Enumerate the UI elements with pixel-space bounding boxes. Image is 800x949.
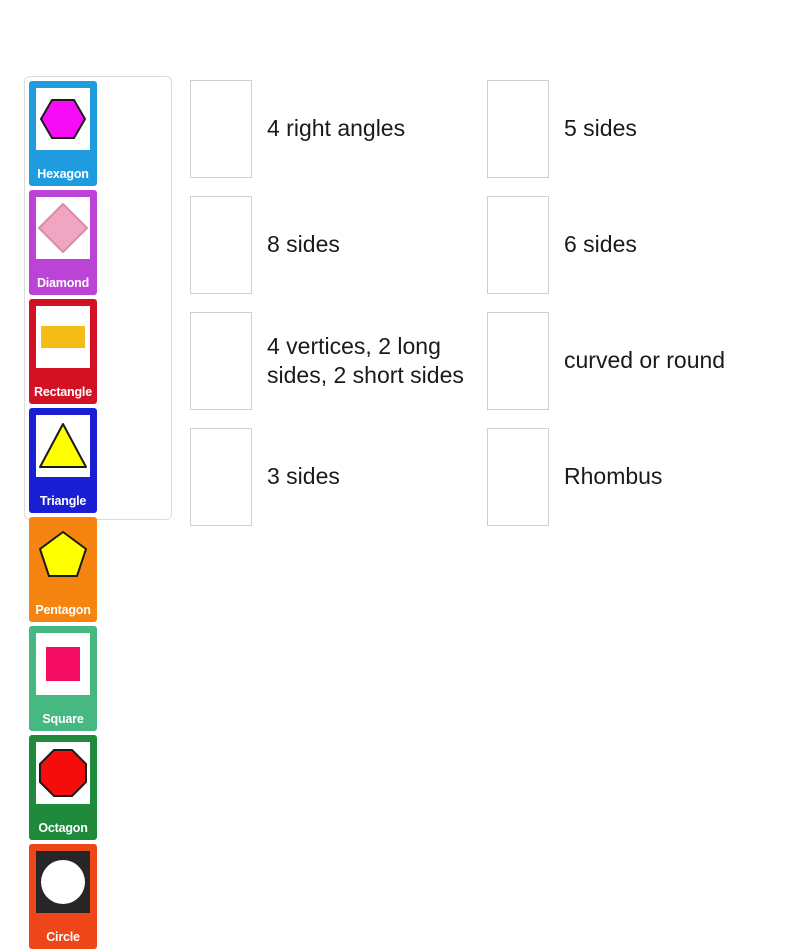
answer-label: Rhombus — [564, 463, 663, 490]
drop-zone[interactable] — [190, 428, 252, 526]
drop-zone[interactable] — [190, 196, 252, 294]
shape-tile-diamond[interactable]: Diamond — [29, 190, 97, 295]
answer-row: 5 sides — [487, 80, 787, 178]
answer-row: 8 sides — [190, 196, 480, 294]
shape-tile-label: Circle — [46, 929, 80, 944]
shape-tile-octagon[interactable]: Octagon — [29, 735, 97, 840]
shape-tile-label: Rectangle — [34, 384, 92, 399]
answer-column-left: 4 right angles 8 sides 4 vertices, 2 long … — [190, 80, 480, 526]
diamond-icon — [36, 197, 90, 259]
answer-row: Rhombus — [487, 428, 787, 526]
shape-tile-label: Triangle — [39, 493, 87, 508]
octagon-icon — [36, 742, 90, 804]
drop-zone[interactable] — [487, 428, 549, 526]
answer-label: 4 right angles — [267, 115, 406, 142]
shape-tile-pentagon[interactable]: Pentagon — [29, 517, 97, 622]
answer-row: curved or round — [487, 312, 787, 410]
shape-tile-label: Diamond — [36, 275, 90, 290]
shape-tile-triangle[interactable]: Triangle — [29, 408, 97, 513]
drop-zone[interactable] — [190, 312, 252, 410]
answer-label: 3 sides — [267, 463, 340, 490]
answer-label: 4 vertices, 2 long sides, 2 short sides — [267, 332, 464, 388]
answer-row: 4 vertices, 2 long sides, 2 short sides — [190, 312, 480, 410]
answer-label: 5 sides — [564, 115, 637, 142]
answer-label: curved or round — [564, 347, 726, 374]
pentagon-icon — [36, 524, 90, 586]
shape-tile-label: Hexagon — [37, 166, 89, 181]
answer-row: 4 right angles — [190, 80, 480, 178]
shape-tile-label: Octagon — [38, 820, 88, 835]
shape-tile-hexagon[interactable]: Hexagon — [29, 81, 97, 186]
shape-tile-label: Pentagon — [35, 602, 91, 617]
drop-zone[interactable] — [487, 312, 549, 410]
drop-zone[interactable] — [190, 80, 252, 178]
drop-zone[interactable] — [487, 196, 549, 294]
answer-label: 8 sides — [267, 231, 340, 258]
shape-tile-rectangle[interactable]: Rectangle — [29, 299, 97, 404]
answer-row: 6 sides — [487, 196, 787, 294]
shape-tile-circle[interactable]: Circle — [29, 844, 97, 949]
rectangle-icon — [36, 306, 90, 368]
answer-row: 3 sides — [190, 428, 480, 526]
answer-label: 6 sides — [564, 231, 637, 258]
drop-zone[interactable] — [487, 80, 549, 178]
hexagon-icon — [36, 88, 90, 150]
shape-tile-label: Square — [42, 711, 84, 726]
shape-tile-square[interactable]: Square — [29, 626, 97, 731]
square-icon — [36, 633, 90, 695]
triangle-icon — [36, 415, 90, 477]
circle-icon — [36, 851, 90, 913]
